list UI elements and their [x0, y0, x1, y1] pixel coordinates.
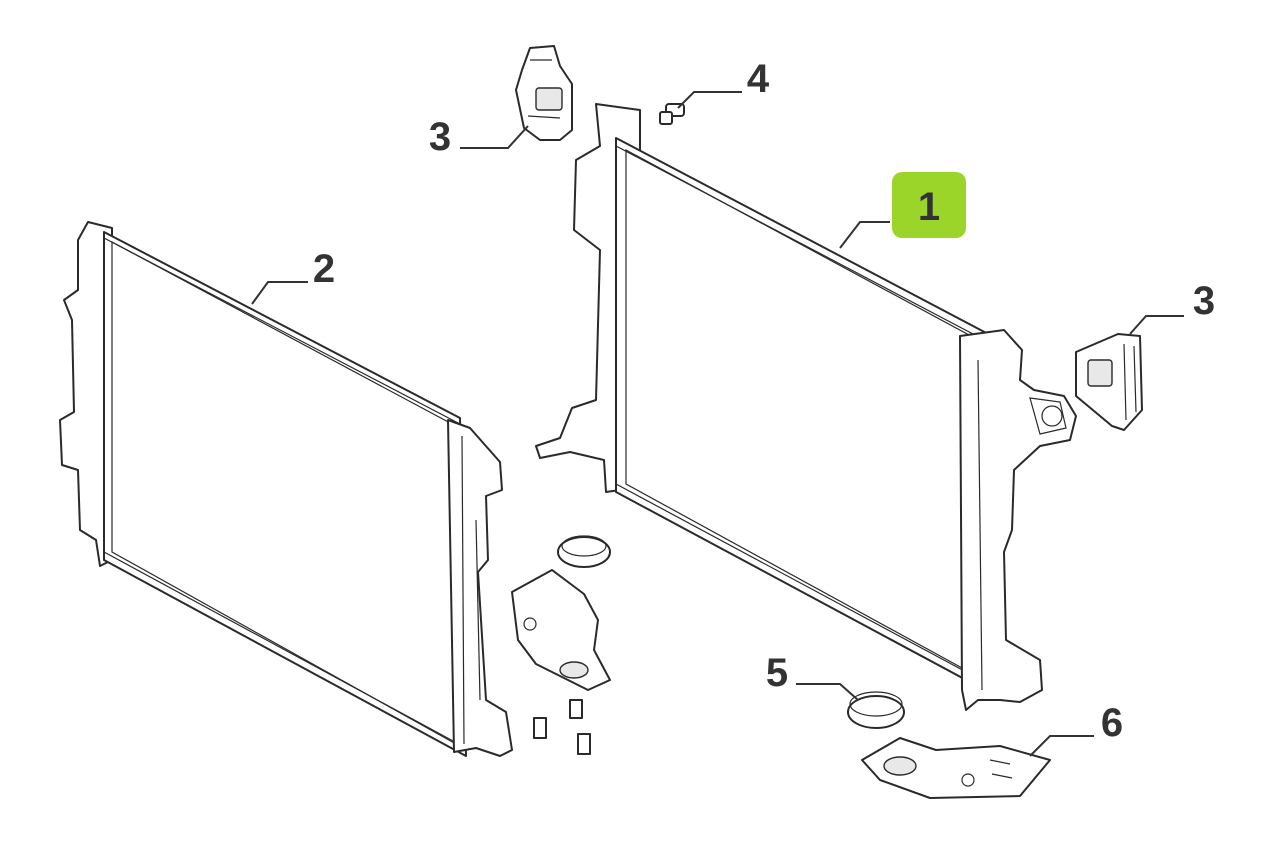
cap-part-5	[847, 691, 905, 729]
leader-2	[251, 281, 308, 305]
leader-3-right	[1129, 315, 1184, 335]
callout-1-highlight	[892, 172, 966, 238]
bracket-part-3-upper	[515, 45, 573, 141]
bolt-set-lower-left	[533, 699, 591, 755]
leader-6	[1029, 735, 1094, 757]
leader-lines	[251, 91, 1184, 757]
radiator-part-2	[59, 221, 513, 757]
cap-lower-left	[557, 535, 611, 568]
mount-bracket-lower-left	[511, 569, 611, 691]
leader-4	[677, 91, 742, 109]
callout-1: 1	[892, 172, 966, 238]
callout-5-label: 5	[766, 651, 788, 695]
leader-3-upper	[460, 125, 529, 149]
callout-2-label: 2	[313, 247, 335, 291]
callout-6-label: 6	[1101, 701, 1123, 745]
bracket-part-3-right	[1075, 333, 1143, 431]
callout-1-label: 1	[918, 185, 940, 229]
callout-4-label: 4	[747, 57, 770, 101]
leader-1	[839, 221, 890, 249]
callout-3-right-label: 3	[1193, 279, 1215, 323]
leader-5	[796, 683, 859, 701]
radiator-part-1	[535, 103, 1077, 711]
callout-3-upper-label: 3	[429, 115, 451, 159]
bracket-part-6	[861, 737, 1051, 799]
